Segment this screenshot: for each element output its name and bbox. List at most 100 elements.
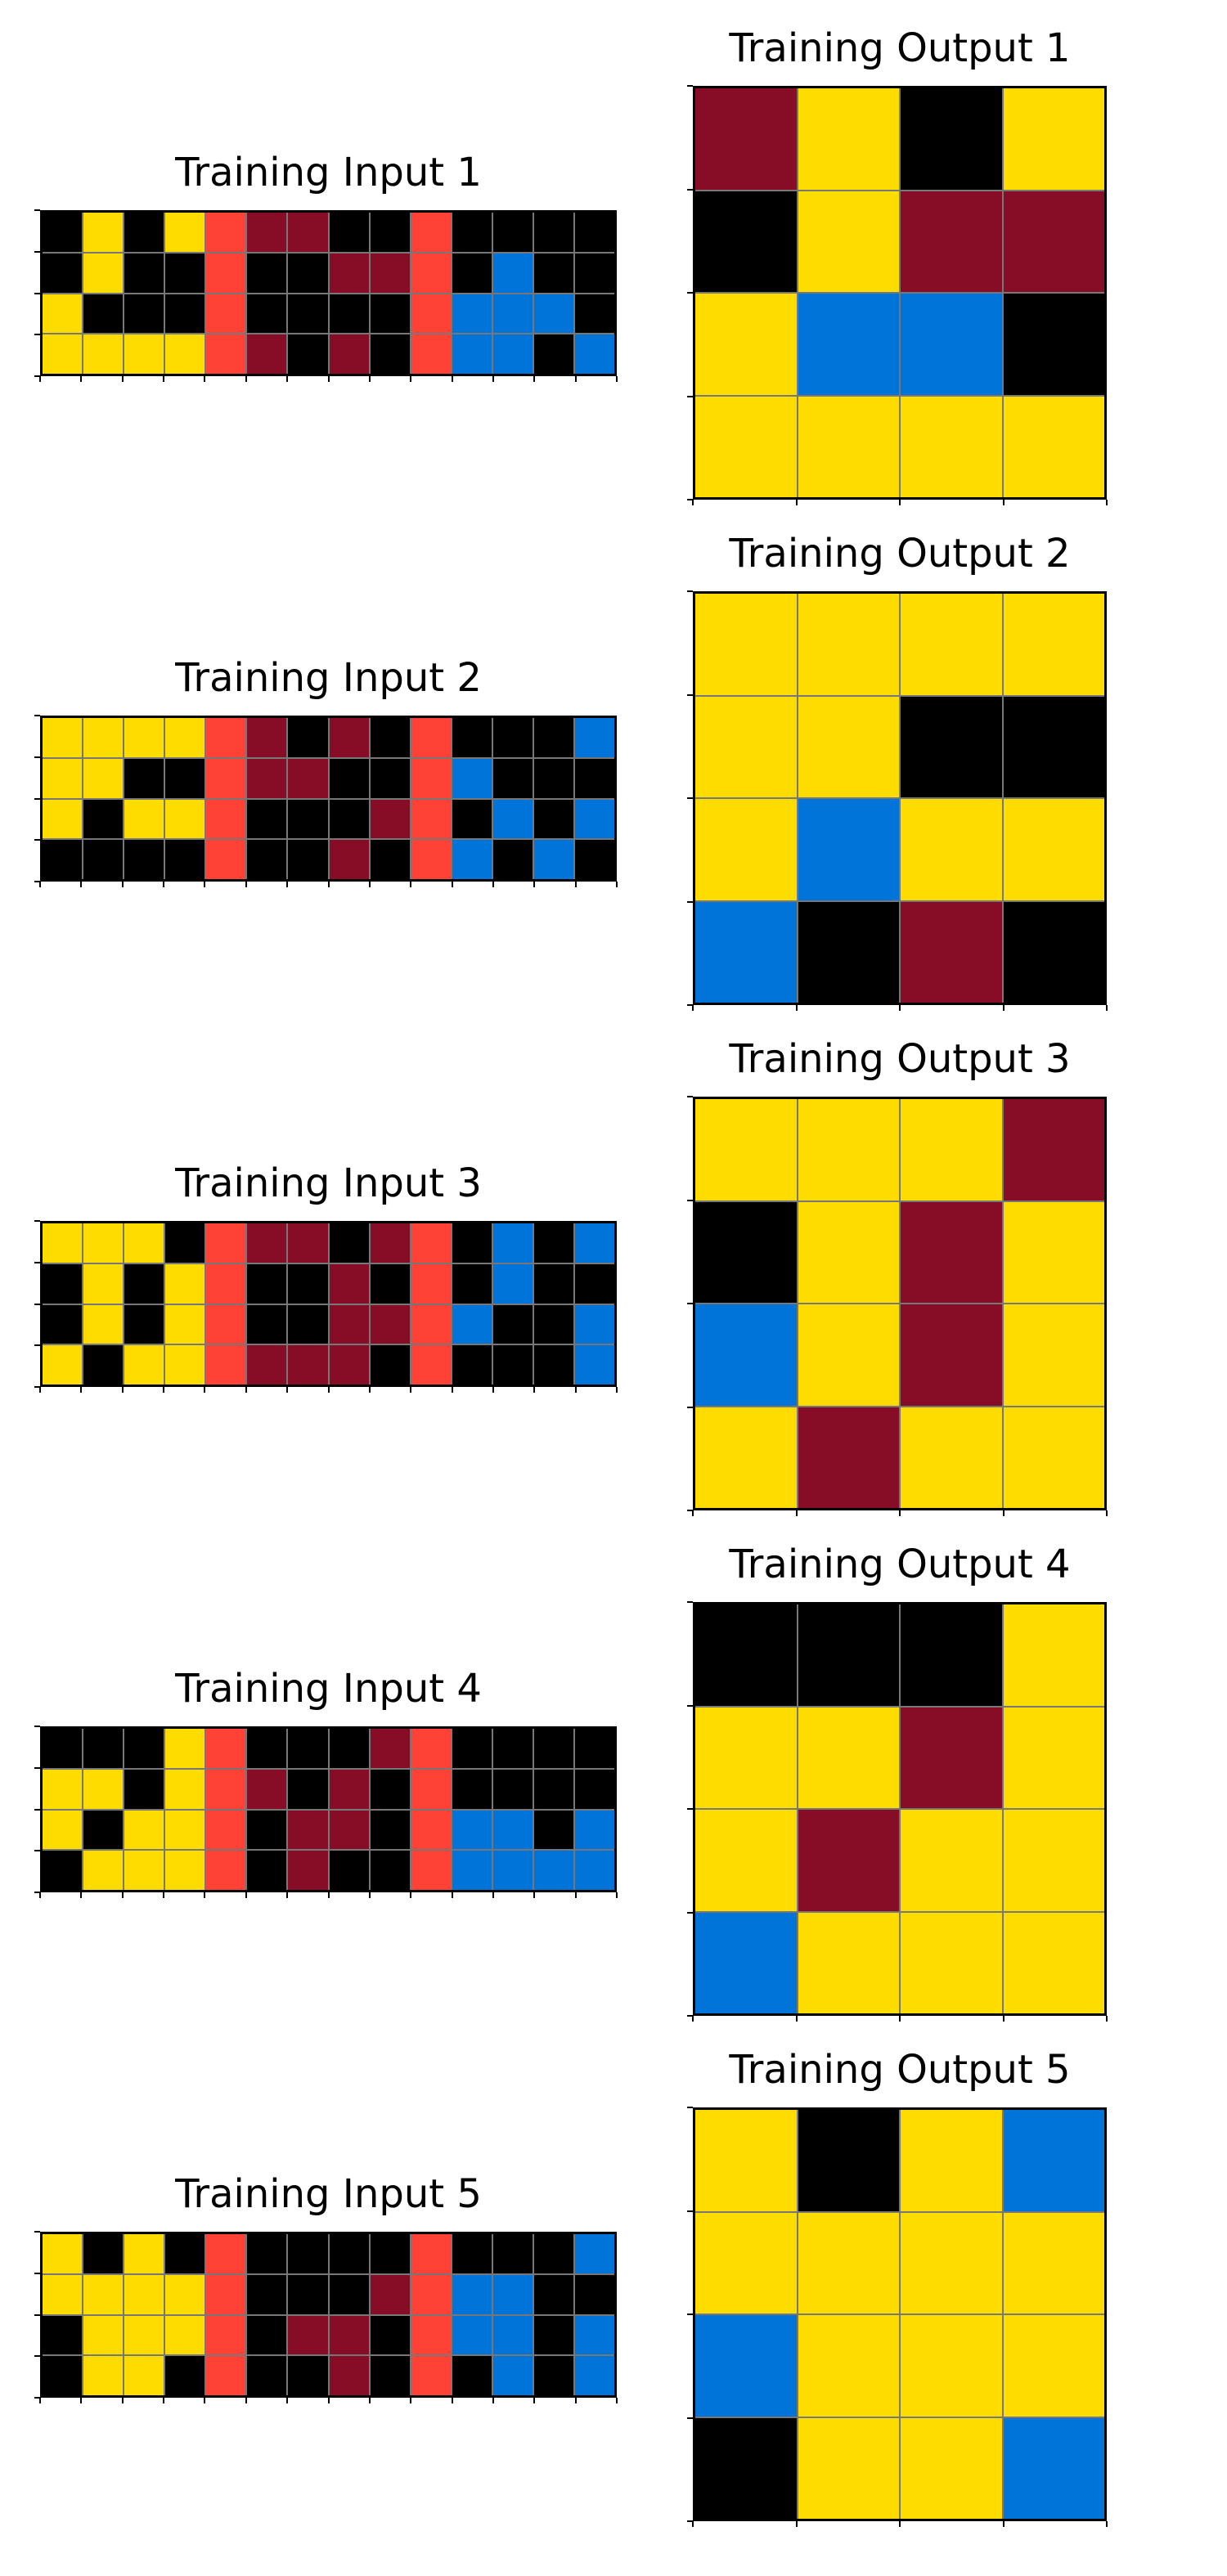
training-output-3-grid-ytick <box>687 1406 693 1408</box>
training-input-1-grid-cell-r3-c10 <box>452 334 492 374</box>
training-input-3-grid-cell-r0-c9 <box>411 1223 451 1263</box>
training-output-5-grid-ytick <box>687 2417 693 2419</box>
training-input-5-grid-cell-r1-c2 <box>124 2274 164 2314</box>
training-output-4-grid-cell-r1-c1 <box>798 1707 899 1808</box>
training-output-5-grid-cell-r3-c0 <box>695 2417 797 2519</box>
training-input-5-grid-cell-r2-c5 <box>247 2315 287 2355</box>
training-input-3-grid-cell-r3-c3 <box>165 1345 205 1384</box>
training-input-4-grid-cell-r1-c1 <box>83 1769 124 1809</box>
training-input-4-grid-cell-r1-c8 <box>370 1769 410 1809</box>
training-input-5-grid-cell-r0-c5 <box>247 2234 287 2273</box>
training-input-5-grid <box>40 2232 617 2398</box>
training-input-1-grid-cell-r1-c1 <box>83 253 124 293</box>
training-input-2-grid-cell-r1-c10 <box>452 758 492 798</box>
training-output-2-grid-cell-r2-c3 <box>1003 799 1104 900</box>
training-input-4-grid-cell-r2-c9 <box>411 1810 451 1850</box>
training-input-1-grid-cell-r3-c13 <box>574 334 614 374</box>
training-input-2-grid-cell-r3-c2 <box>124 840 164 879</box>
training-input-1-grid-cell-r1-c4 <box>206 253 246 293</box>
training-input-3-grid-cell-r0-c12 <box>533 1223 573 1263</box>
training-input-5-grid-cell-r3-c6 <box>288 2356 328 2395</box>
training-output-5-grid-cell-r1-c1 <box>798 2212 899 2313</box>
training-input-5-grid-cell-r0-c4 <box>206 2234 246 2273</box>
training-input-1-grid-xtick <box>492 376 494 382</box>
training-input-3-grid-cell-r1-c4 <box>206 1263 246 1304</box>
training-input-4-grid-cell-r3-c0 <box>43 1851 83 1890</box>
training-output-4-grid-cell-r1-c2 <box>901 1707 1002 1808</box>
training-output-5-grid-cell-r2-c3 <box>1003 2315 1104 2417</box>
training-output-5-grid <box>693 2107 1107 2521</box>
training-input-1-grid-cell-r2-c5 <box>247 294 287 334</box>
training-input-2-grid-cell-r2-c10 <box>452 799 492 839</box>
training-output-3-grid <box>693 1097 1107 1510</box>
training-input-1-grid-cell-r1-c7 <box>329 253 369 293</box>
training-input-5-grid-xtick <box>121 2398 124 2403</box>
training-input-4-grid-cell-r2-c5 <box>247 1810 287 1850</box>
training-output-1-grid-cell-r1-c2 <box>901 191 1002 292</box>
training-output-3-grid-xtick <box>899 1510 901 1516</box>
training-input-2-grid-cell-r3-c10 <box>452 840 492 879</box>
training-output-2-grid-cell-r3-c2 <box>901 901 1002 1003</box>
training-input-1-grid-cell-r3-c2 <box>124 334 164 374</box>
training-output-2-grid-ytick <box>687 1004 693 1006</box>
training-input-1-grid-cell-r0-c8 <box>370 213 410 252</box>
training-input-1-grid-cell-r0-c7 <box>329 213 369 252</box>
training-output-1-grid-ytick <box>687 85 693 87</box>
training-input-4-grid-xtick <box>39 1892 41 1898</box>
training-input-2-grid-cell-r2-c1 <box>83 799 124 839</box>
training-input-3-grid-ytick <box>34 1344 40 1347</box>
training-output-3-title: Training Output 3 <box>729 1036 1071 1082</box>
training-input-2-grid-xtick <box>286 882 289 887</box>
training-input-3-grid-cell-r2-c12 <box>533 1304 573 1344</box>
training-input-5-grid-cell-r3-c8 <box>370 2356 410 2395</box>
training-input-3-grid-cell-r3-c0 <box>43 1345 83 1384</box>
training-input-3-grid-xtick <box>80 1387 83 1393</box>
training-output-4-grid <box>693 1602 1107 2016</box>
training-input-2-grid-cell-r2-c4 <box>206 799 246 839</box>
training-input-4-grid-cell-r2-c1 <box>83 1810 124 1850</box>
training-output-2-grid-xtick <box>1002 1005 1005 1011</box>
training-input-5-grid-cell-r2-c11 <box>492 2315 533 2355</box>
training-input-3-grid-cell-r0-c8 <box>370 1223 410 1263</box>
training-input-1-grid-cell-r2-c6 <box>288 294 328 334</box>
training-output-4-grid-xtick <box>1002 2016 1005 2022</box>
training-input-1-grid-xtick <box>327 376 330 382</box>
training-input-2-grid-cell-r3-c5 <box>247 840 287 879</box>
training-input-2-grid-xtick <box>574 882 577 887</box>
training-input-2-grid-cell-r1-c2 <box>124 758 164 798</box>
training-input-4-grid-ytick <box>34 1766 40 1769</box>
training-input-4-grid-cell-r2-c11 <box>492 1810 533 1850</box>
training-output-4-grid-cell-r3-c0 <box>695 1912 797 2013</box>
training-output-5-grid-xtick <box>795 2521 798 2527</box>
training-input-4-grid-cell-r2-c10 <box>452 1810 492 1850</box>
training-output-4-grid-cell-r0-c0 <box>695 1604 797 1706</box>
training-input-1-grid-cell-r1-c9 <box>411 253 451 293</box>
training-input-5-grid-cell-r3-c11 <box>492 2356 533 2395</box>
training-output-5-grid-cell-r0-c2 <box>901 2110 1002 2211</box>
training-input-2-grid-xtick <box>327 882 330 887</box>
training-input-4-grid-cell-r2-c13 <box>574 1810 614 1850</box>
training-input-4-grid-xtick <box>245 1892 247 1898</box>
training-input-2-grid-cell-r3-c8 <box>370 840 410 879</box>
training-input-3-grid-xtick <box>121 1387 124 1393</box>
training-input-3-grid-cell-r2-c8 <box>370 1304 410 1344</box>
training-input-4-grid-cell-r3-c13 <box>574 1851 614 1890</box>
training-output-2-grid-xtick <box>795 1005 798 1011</box>
training-input-1-grid-cell-r0-c11 <box>492 213 533 252</box>
training-input-4-grid-cell-r1-c0 <box>43 1769 83 1809</box>
training-input-2-grid-cell-r1-c6 <box>288 758 328 798</box>
training-input-4-grid-xtick <box>616 1892 618 1898</box>
training-input-1-grid-cell-r2-c7 <box>329 294 369 334</box>
training-output-1-grid-cell-r2-c0 <box>695 294 797 395</box>
training-input-2-grid-cell-r2-c0 <box>43 799 83 839</box>
training-input-5-grid-cell-r0-c12 <box>533 2234 573 2273</box>
training-input-4-grid-cell-r1-c2 <box>124 1769 164 1809</box>
training-input-4-grid-cell-r2-c3 <box>165 1810 205 1850</box>
training-input-2-grid-cell-r1-c9 <box>411 758 451 798</box>
training-input-3-grid-cell-r0-c5 <box>247 1223 287 1263</box>
training-input-3-grid-xtick <box>245 1387 247 1393</box>
training-input-2-grid-cell-r1-c12 <box>533 758 573 798</box>
training-output-3-grid-cell-r1-c0 <box>695 1201 797 1303</box>
training-input-4-grid-cell-r2-c8 <box>370 1810 410 1850</box>
training-input-4-grid-cell-r3-c2 <box>124 1851 164 1890</box>
